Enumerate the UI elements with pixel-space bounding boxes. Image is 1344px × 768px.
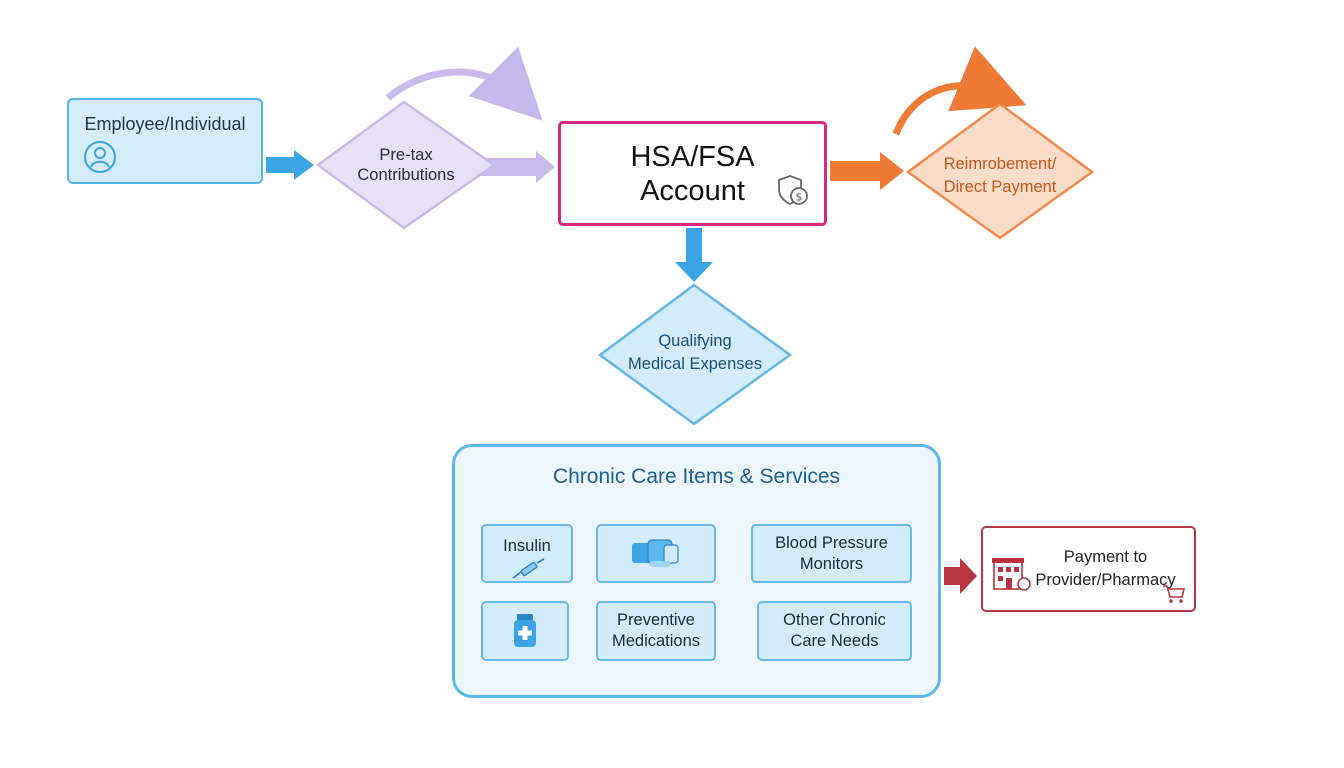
blood-pressure-line-1: Blood Pressure bbox=[775, 533, 888, 552]
other-chronic-cell: Other Chronic Care Needs bbox=[757, 601, 912, 661]
payment-node: Payment to Provider/Pharmacy bbox=[981, 526, 1196, 612]
medicine-bottle-icon bbox=[514, 614, 536, 647]
employee-label: Employee/Individual bbox=[84, 114, 246, 134]
hsa-fsa-account-node: HSA/FSA Account $ bbox=[558, 121, 827, 226]
arrow-employee-to-pretax bbox=[266, 150, 314, 180]
insulin-label: Insulin bbox=[503, 537, 551, 555]
qualifying-diamond bbox=[597, 283, 793, 426]
supplies-cell bbox=[596, 524, 716, 583]
arrow-chronic-to-payment bbox=[944, 558, 977, 594]
pretax-diamond bbox=[315, 100, 497, 230]
reimbursement-diamond bbox=[905, 102, 1095, 240]
payment-label: Payment to Provider/Pharmacy bbox=[1035, 546, 1175, 592]
building-icon bbox=[992, 558, 1031, 591]
hsa-line-2: Account bbox=[640, 174, 745, 207]
payment-line-2: Provider/Pharmacy bbox=[1035, 571, 1176, 589]
pretax-line-2: Contributions bbox=[357, 166, 455, 184]
blood-pressure-cell: Blood Pressure Monitors bbox=[751, 524, 912, 583]
employee-node: Employee/Individual bbox=[67, 98, 263, 184]
payment-line-1: Payment to bbox=[1063, 548, 1148, 566]
reimbursement-label: Reimrobement/ Direct Payment bbox=[908, 153, 1092, 199]
chronic-care-title: Chronic Care Items & Services bbox=[552, 465, 841, 488]
cart-icon bbox=[1163, 585, 1186, 603]
curved-arrow-purple bbox=[385, 46, 543, 121]
hsa-line-1: HSA/FSA bbox=[630, 140, 755, 173]
pill-pack-icon bbox=[632, 538, 679, 567]
qualifying-label: Qualifying Medical Expenses bbox=[600, 330, 790, 376]
blood-pressure-line-2: Monitors bbox=[799, 554, 864, 573]
other-line-2: Care Needs bbox=[790, 632, 879, 650]
svg-text:$: $ bbox=[796, 191, 803, 204]
pretax-line-1: Pre-tax bbox=[379, 146, 433, 164]
reimbursement-line-1: Reimrobement/ bbox=[943, 155, 1057, 173]
shield-dollar-icon: $ bbox=[778, 175, 808, 206]
preventive-line-2: Medications bbox=[611, 632, 701, 650]
preventive-line-1: Preventive bbox=[617, 611, 695, 629]
reimbursement-line-2: Direct Payment bbox=[943, 178, 1057, 196]
arrow-hsa-to-qualifying bbox=[675, 228, 713, 282]
qualifying-line-2: Medical Expenses bbox=[628, 355, 762, 373]
qualifying-line-1: Qualifying bbox=[658, 332, 732, 350]
other-line-1: Other Chronic bbox=[783, 611, 886, 629]
preventive-cell: Preventive Medications bbox=[596, 601, 716, 661]
arrow-hsa-to-reimbursement bbox=[830, 152, 904, 190]
user-icon bbox=[84, 141, 116, 173]
syringe-icon bbox=[512, 558, 545, 579]
pretax-label: Pre-tax Contributions bbox=[318, 145, 494, 185]
bottle-cell bbox=[481, 601, 569, 661]
arrow-pretax-to-hsa bbox=[478, 151, 555, 183]
insulin-cell: Insulin bbox=[481, 524, 573, 583]
curved-arrow-orange bbox=[892, 46, 1027, 136]
